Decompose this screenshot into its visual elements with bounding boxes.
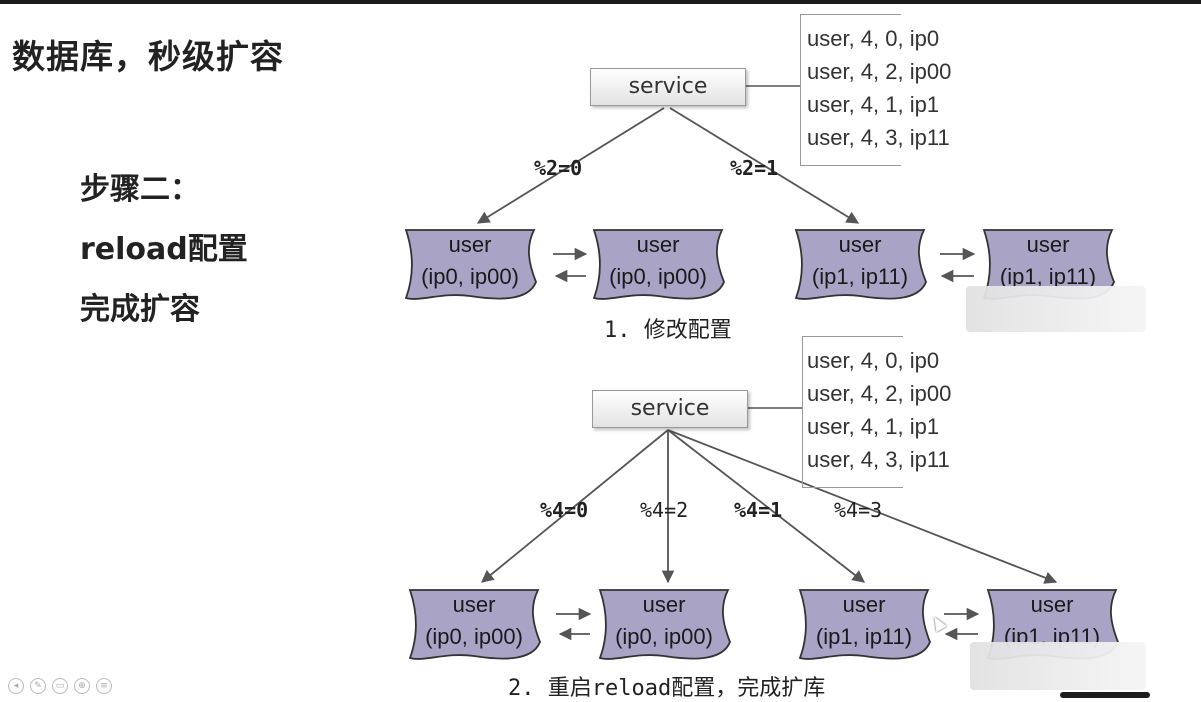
db-node-label: user	[448, 232, 492, 257]
edge-service1-node1	[476, 107, 665, 224]
diagram-caption: 1. 修改配置	[604, 318, 732, 343]
config-line: user, 4, 0, ip0	[807, 348, 940, 373]
edge-service2-node1	[481, 429, 669, 583]
shard-rule: %2=1	[730, 156, 779, 180]
shard-rule: %4=2	[640, 498, 689, 522]
slide-title: 数据库，秒级扩容	[12, 37, 284, 76]
db-node: user (ip1, ip11)	[794, 586, 934, 662]
slide-toolbar: ◂ ✎ ▭ ⊕ ≡	[8, 678, 112, 694]
edge-service2-node3	[667, 429, 865, 583]
db-node: user (ip0, ip00)	[588, 226, 728, 302]
config-bracket	[802, 336, 903, 488]
shard-rule: %4=1	[734, 498, 783, 522]
db-node-label: user	[838, 232, 882, 257]
db-node-label: user	[636, 232, 680, 257]
db-node-hosts: (ip0, ip00)	[425, 624, 523, 649]
db-node-label: user	[1030, 592, 1074, 617]
db-node-hosts: (ip1, ip11)	[811, 264, 909, 289]
copy-icon[interactable]: ▭	[52, 678, 68, 694]
db-node: user (ip1, ip11)	[790, 226, 930, 302]
db-node-hosts: (ip0, ip00)	[615, 624, 713, 649]
edge-service2-node4	[667, 429, 1058, 584]
service-box: service	[592, 390, 748, 428]
shard-rule: %2=0	[534, 156, 583, 180]
step-reload: reload配置	[80, 232, 248, 267]
config-line: user, 4, 3, ip11	[807, 125, 950, 150]
db-node-label: user	[1026, 232, 1070, 257]
edge-service1-node3	[669, 107, 860, 224]
window-top-edge	[0, 0, 1201, 4]
window-bottom-edge	[1060, 692, 1150, 698]
db-node: user (ip1, ip11)	[978, 226, 1118, 302]
shard-rule: %4=3	[834, 498, 883, 522]
step-heading: 步骤二：	[80, 172, 200, 207]
config-line: user, 4, 0, ip0	[807, 26, 940, 51]
prev-icon[interactable]: ◂	[8, 678, 24, 694]
db-node-hosts: (ip0, ip00)	[609, 264, 707, 289]
step-complete: 完成扩容	[80, 292, 200, 327]
config-bracket	[800, 14, 901, 166]
db-node: user (ip0, ip00)	[404, 586, 544, 662]
blurred-overlay	[966, 286, 1146, 332]
menu-icon[interactable]: ≡	[96, 678, 112, 694]
config-line: user, 4, 1, ip1	[807, 92, 940, 117]
shard-rule: %4=0	[540, 498, 589, 522]
config-line: user, 4, 2, ip00	[807, 59, 952, 84]
config-line: user, 4, 2, ip00	[807, 381, 952, 406]
db-node-label: user	[642, 592, 686, 617]
config-line: user, 4, 3, ip11	[807, 447, 950, 472]
config-line: user, 4, 1, ip1	[807, 414, 940, 439]
db-node: user (ip0, ip00)	[594, 586, 734, 662]
db-node-label: user	[452, 592, 496, 617]
db-node-hosts: (ip1, ip11)	[815, 624, 913, 649]
zoom-icon[interactable]: ⊕	[74, 678, 90, 694]
db-node-label: user	[842, 592, 886, 617]
db-node-hosts: (ip0, ip00)	[421, 264, 519, 289]
db-node: user (ip0, ip00)	[400, 226, 540, 302]
service-box: service	[590, 68, 746, 106]
edit-icon[interactable]: ✎	[30, 678, 46, 694]
db-node-hosts: (ip1, ip11)	[999, 264, 1097, 289]
diagram-caption: 2. 重启reload配置，完成扩库	[508, 676, 826, 701]
blurred-overlay	[970, 642, 1146, 690]
